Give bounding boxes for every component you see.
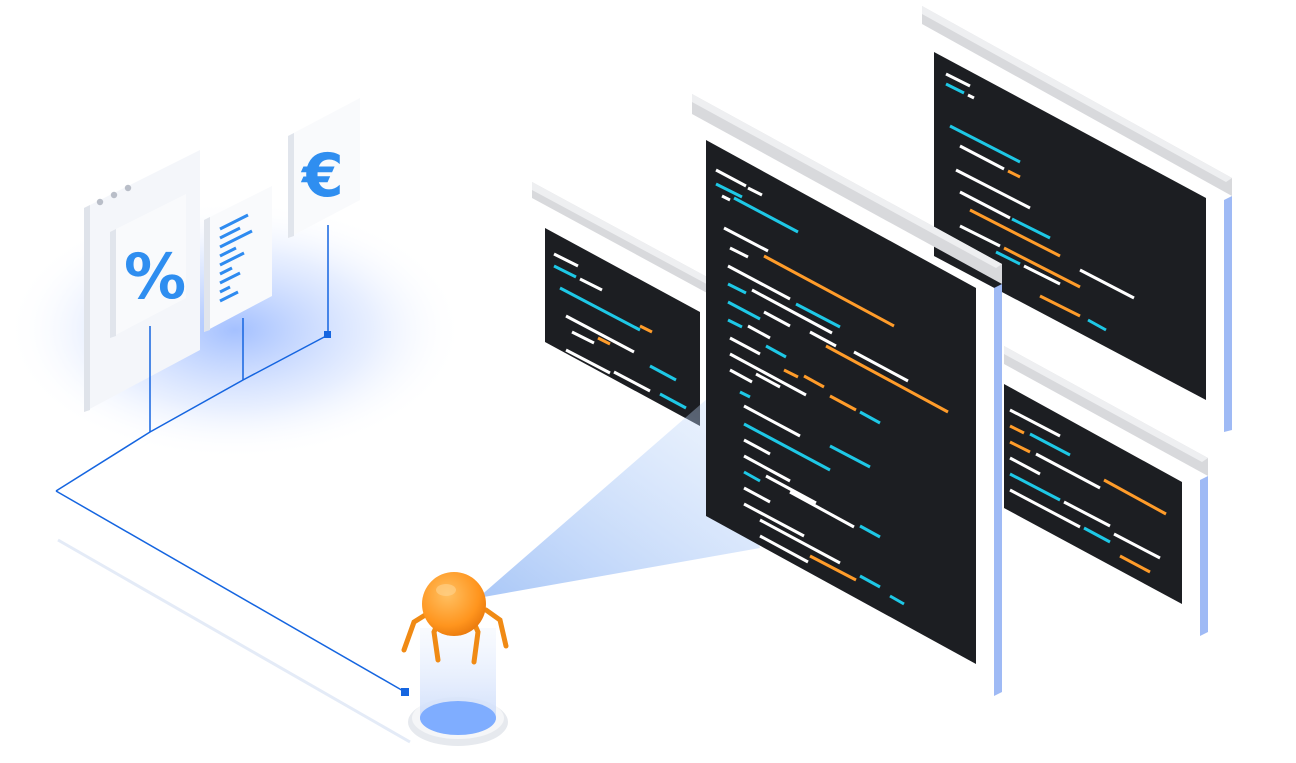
code-lines [553, 252, 687, 410]
screen-left [532, 182, 720, 426]
connector-node [324, 331, 331, 338]
code-lines [1009, 408, 1167, 574]
euro-glyph: € [300, 141, 344, 211]
screen-lower-right [1004, 346, 1208, 636]
code-lines [715, 168, 949, 606]
connector-shadow [57, 538, 411, 744]
screen-main [692, 94, 1002, 696]
percent-glyph: % [124, 240, 186, 313]
spider-robot-icon [401, 572, 509, 665]
card-percent: % [110, 194, 186, 338]
document-icon [219, 213, 253, 303]
code-lines [945, 72, 1135, 332]
screen-back-right [922, 6, 1232, 432]
connector-lines [55, 225, 406, 693]
pedestal [408, 628, 508, 746]
card-document [204, 186, 272, 332]
card-euro: € [288, 98, 360, 238]
projection-beam [478, 398, 760, 598]
ellipsis-icon [96, 184, 132, 206]
connector-node [401, 688, 409, 696]
